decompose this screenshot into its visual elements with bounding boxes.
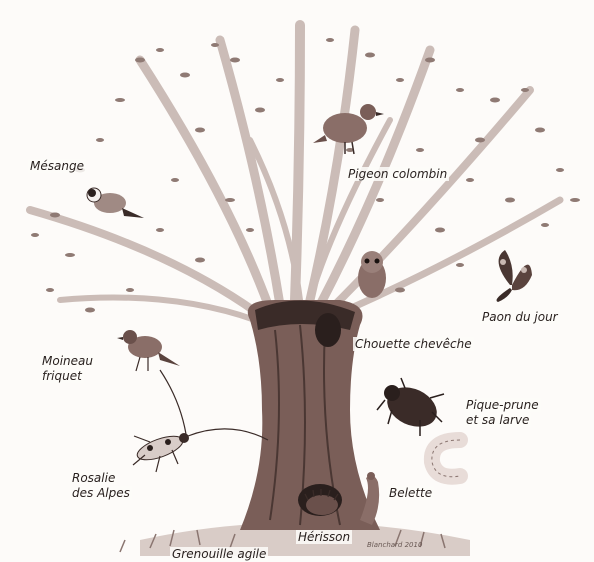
tit-drawing: [87, 188, 144, 218]
label-moineau-line1: Moineau: [40, 354, 95, 368]
owl-drawing: [358, 251, 386, 298]
beetle-drawing: [377, 378, 444, 436]
label-pique-prune-line1: Pique-prune: [464, 398, 541, 412]
label-mesange: Mésange: [28, 159, 86, 173]
label-herisson: Hérisson: [296, 530, 352, 544]
longhorn-beetle-drawing: [133, 370, 268, 472]
artist-signature: Blanchard 2010: [367, 541, 422, 549]
tree-branches: [30, 25, 560, 320]
sparrow-drawing: [117, 330, 180, 371]
label-rosalie-line1: Rosalie: [70, 471, 117, 485]
label-grenouille: Grenouille agile: [170, 547, 268, 561]
foliage: [31, 38, 580, 313]
butterfly-drawing: [497, 250, 533, 302]
larva-drawing: [432, 440, 460, 477]
label-rosalie-line2: des Alpes: [70, 486, 132, 500]
label-paon: Paon du jour: [480, 310, 560, 324]
label-pigeon: Pigeon colombin: [346, 167, 449, 181]
label-chouette: Chouette chevêche: [353, 337, 474, 351]
tree-hollow: [315, 313, 341, 347]
label-moineau-line2: friquet: [40, 369, 84, 383]
tree-trunk: [240, 300, 380, 530]
label-belette: Belette: [387, 486, 434, 500]
label-pique-prune-line2: et sa larve: [464, 413, 531, 427]
